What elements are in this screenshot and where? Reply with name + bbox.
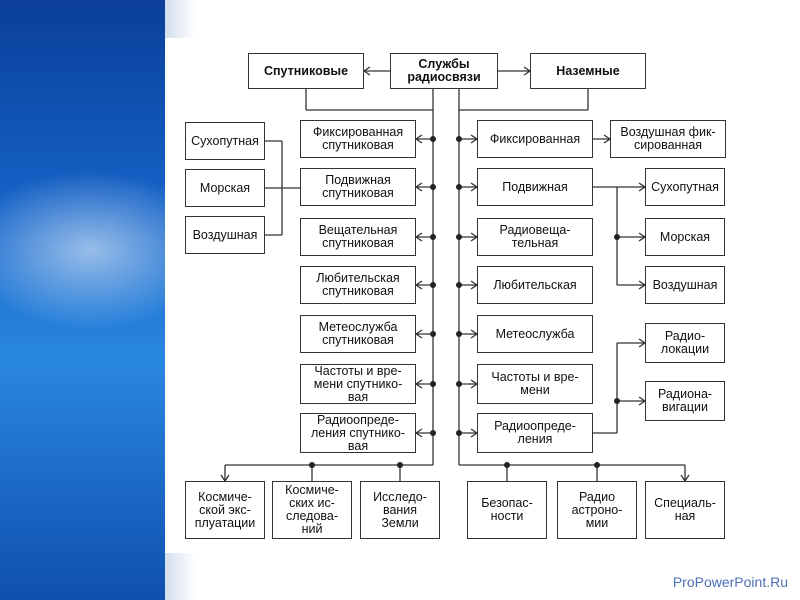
left-type-land: Сухопутная [185, 122, 265, 160]
arrow-head [414, 232, 423, 242]
junction-dot [309, 462, 315, 468]
ground-service-amateur: Любительская [477, 266, 593, 304]
junction-dot [456, 234, 462, 240]
sat-service-time: Частоты и вре- мени спутнико- вая [300, 364, 416, 404]
satellite-header-box: Спутниковые [248, 53, 364, 89]
junction-dot [430, 234, 436, 240]
arrow-head [414, 280, 423, 290]
mobile-type-sea: Морская [645, 218, 725, 256]
sat-service-meteo: Метеослужба спутниковая [300, 315, 416, 353]
left-type-air: Воздушная [185, 216, 265, 254]
arrow-head [362, 66, 371, 76]
sat-service-fixed: Фиксированная спутниковая [300, 120, 416, 158]
junction-dot [456, 430, 462, 436]
junction-dot [430, 381, 436, 387]
ground-service-meteo: Метеослужба [477, 315, 593, 353]
bottom-space-research: Космиче- ских ис- следова- ний [272, 481, 352, 539]
sat-service-broadcast: Вещательная спутниковая [300, 218, 416, 256]
mobile-type-land: Сухопутная [645, 168, 725, 206]
junction-dot [504, 462, 510, 468]
arrow-head [414, 329, 423, 339]
ground-service-time: Частоты и вре- мени [477, 364, 593, 404]
arrow-head [414, 379, 423, 389]
radio-services-diagram: Спутниковые Службы радиосвязи Наземные С… [165, 38, 745, 553]
junction-dot [614, 398, 620, 404]
junction-dot [456, 184, 462, 190]
arrow-head [414, 428, 423, 438]
bottom-radio-astronomy: Радио астроно- мии [557, 481, 637, 539]
junction-dot [456, 381, 462, 387]
bottom-space-operation: Космиче- ской экс- плуатации [185, 481, 265, 539]
junction-dot [594, 462, 600, 468]
junction-dot [614, 234, 620, 240]
junction-dot [430, 184, 436, 190]
radiolocation-box: Радио- локации [645, 323, 725, 363]
air-fixed-box: Воздушная фик- сированная [610, 120, 726, 158]
junction-dot [430, 331, 436, 337]
mobile-type-air: Воздушная [645, 266, 725, 304]
footer-brand: ProPowerPoint.Ru [672, 574, 788, 590]
junction-dot [430, 136, 436, 142]
arrow-head [414, 134, 423, 144]
ground-service-mobile: Подвижная [477, 168, 593, 206]
junction-dot [397, 462, 403, 468]
ground-service-broadcast: Радиовеща- тельная [477, 218, 593, 256]
background-globe-panel [0, 0, 165, 600]
junction-dot [456, 136, 462, 142]
ground-service-fixed: Фиксированная [477, 120, 593, 158]
bottom-earth-exploration: Исследо- вания Земли [360, 481, 440, 539]
junction-dot [430, 282, 436, 288]
ground-service-radiodetermination: Радиоопреде- ления [477, 413, 593, 453]
radio-services-center-box: Службы радиосвязи [390, 53, 498, 89]
sat-service-amateur: Любительская спутниковая [300, 266, 416, 304]
bottom-safety: Безопас- ности [467, 481, 547, 539]
junction-dot [430, 430, 436, 436]
junction-dot [456, 331, 462, 337]
bottom-special: Специаль- ная [645, 481, 725, 539]
radionavigation-box: Радиона- вигации [645, 381, 725, 421]
ground-header-box: Наземные [530, 53, 646, 89]
arrow-head [414, 182, 423, 192]
junction-dot [456, 282, 462, 288]
left-type-sea: Морская [185, 169, 265, 207]
sat-service-radiodetermination: Радиоопреде- ления спутнико- вая [300, 413, 416, 453]
connector-lines [220, 66, 690, 483]
sat-service-mobile: Подвижная спутниковая [300, 168, 416, 206]
